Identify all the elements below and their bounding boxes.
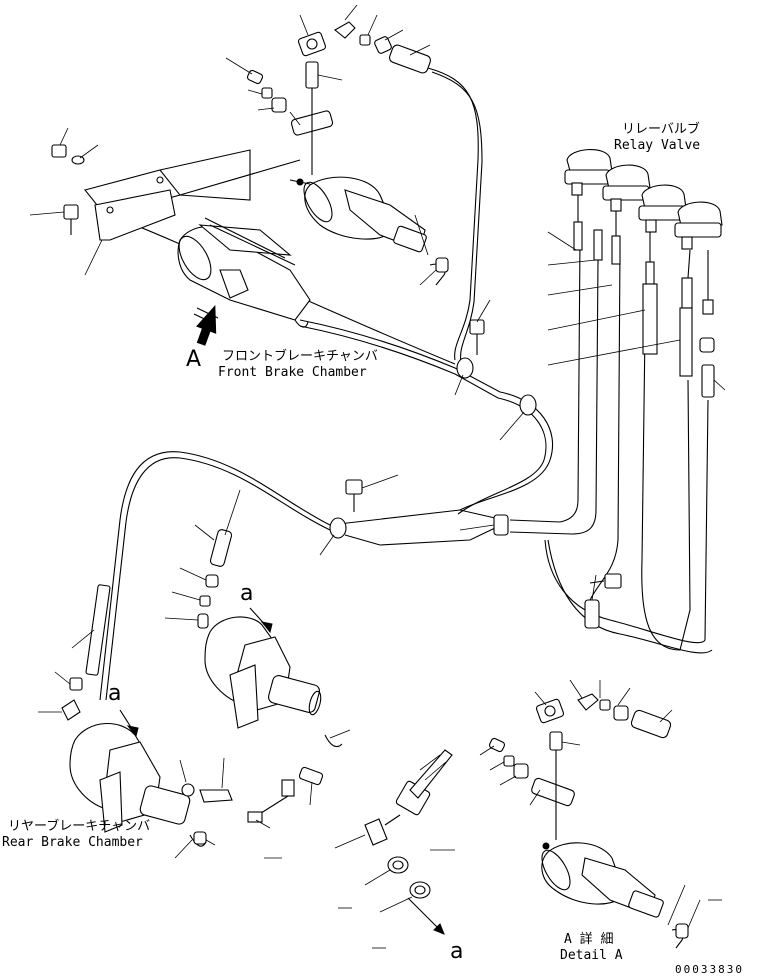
left-rear-chamber [38,584,233,859]
front-brake-chamber [177,217,311,346]
relay-valve-4 [674,201,723,398]
upper-fittings [225,4,432,175]
relay-valve-label-jp: リレーバルブ [622,121,700,137]
rear-chamber-label-jp: リヤーブレーキチャンバ [8,818,150,834]
ref-a-arrow [433,923,445,935]
detail-label-en: Detail A [560,948,623,963]
front-chamber-label-en: Front Brake Chamber [218,365,367,380]
bracket-assembly [29,127,301,276]
front-chamber-label-jp: フロントブレーキチャンバ [222,348,378,364]
text-labels: リレーバルブ Relay Valve A フロントブレーキチャンバ Front … [2,121,744,976]
upper-brake-chamber [289,176,449,286]
ref-a-upper: a [240,581,253,606]
relay-valve-label-en: Relay Valve [614,138,700,153]
relay-valves [547,149,726,398]
rear-chamber-label-en: Rear Brake Chamber [2,835,143,850]
middle-rear-chamber [164,489,351,748]
relay-valve-1 [564,149,613,251]
center-small-parts [247,749,455,949]
detail-label-jp: A 詳 細 [564,931,613,947]
relay-valve-2 [593,164,651,265]
detail-a-view [479,679,722,949]
view-a-arrow [196,304,217,346]
clamps [319,299,622,629]
ref-a-bottom: a [450,939,463,964]
ref-a-lower: a [108,681,121,706]
drawing-number: 00033830 [675,963,744,976]
front-view-marker: A [186,347,201,372]
